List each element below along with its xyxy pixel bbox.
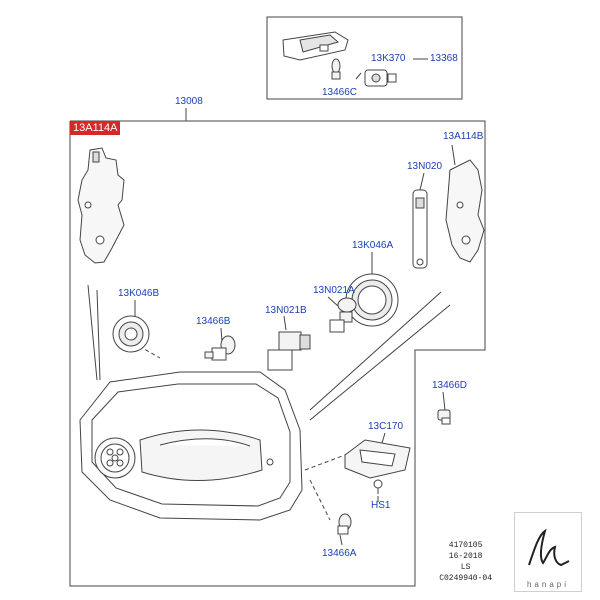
- meta-line-2: 16-2018: [448, 552, 483, 561]
- watermark-text: hanapi: [526, 580, 570, 589]
- meta-line-4: C0249940-04: [439, 574, 492, 583]
- large-cap: [345, 273, 399, 327]
- bulb-holder-top: [364, 69, 397, 87]
- bulb-466a: [337, 513, 352, 535]
- meta-line-3: LS: [460, 563, 471, 572]
- callout-13n020: 13N020: [407, 161, 443, 172]
- callout-13n021a: 13N021A: [313, 285, 355, 296]
- meta-line-1: 4170105: [448, 541, 483, 550]
- callout-13466a: 13466A: [322, 548, 357, 559]
- control-module: [344, 439, 411, 479]
- main-outline: [69, 120, 486, 587]
- callout-13a114b: 13A114B: [443, 131, 484, 142]
- callout-13c170: 13C170: [368, 421, 404, 432]
- callout-13466b: 13466B: [196, 316, 231, 327]
- screw: [373, 479, 383, 494]
- top-box-frame: [266, 16, 463, 100]
- left-bracket: [77, 147, 125, 264]
- bulb-466b: [204, 335, 236, 361]
- watermark-logo: hanapi: [514, 512, 582, 592]
- callout-13008: 13008: [175, 96, 203, 107]
- bulb-466d: [437, 409, 451, 425]
- watermark-icon: [528, 528, 570, 567]
- bulb-n021a: [329, 297, 357, 333]
- callout-13k370: 13K370: [371, 53, 406, 64]
- callout-13466c: 13466C: [322, 87, 358, 98]
- callout-13k046b: 13K046B: [118, 288, 160, 299]
- headlamp-housing: [79, 371, 303, 521]
- callout-13n021b: 13N021B: [265, 305, 307, 316]
- small-cap: [112, 315, 150, 353]
- side-marker-lamp: [282, 31, 349, 61]
- callout-13k046a: 13K046A: [352, 240, 394, 251]
- callout-hs1: HS1: [371, 500, 391, 511]
- callout-13a114a-highlight: 13A114A: [70, 121, 121, 135]
- adjuster-rod: [412, 189, 428, 269]
- callout-13368: 13368: [430, 53, 458, 64]
- right-bracket: [445, 159, 485, 263]
- small-bulb-top: [331, 58, 341, 80]
- diagram-meta: 4170105 16-2018 LS C0249940-04: [439, 540, 492, 584]
- bulb-n021b: [267, 331, 311, 371]
- callout-13466d: 13466D: [432, 380, 468, 391]
